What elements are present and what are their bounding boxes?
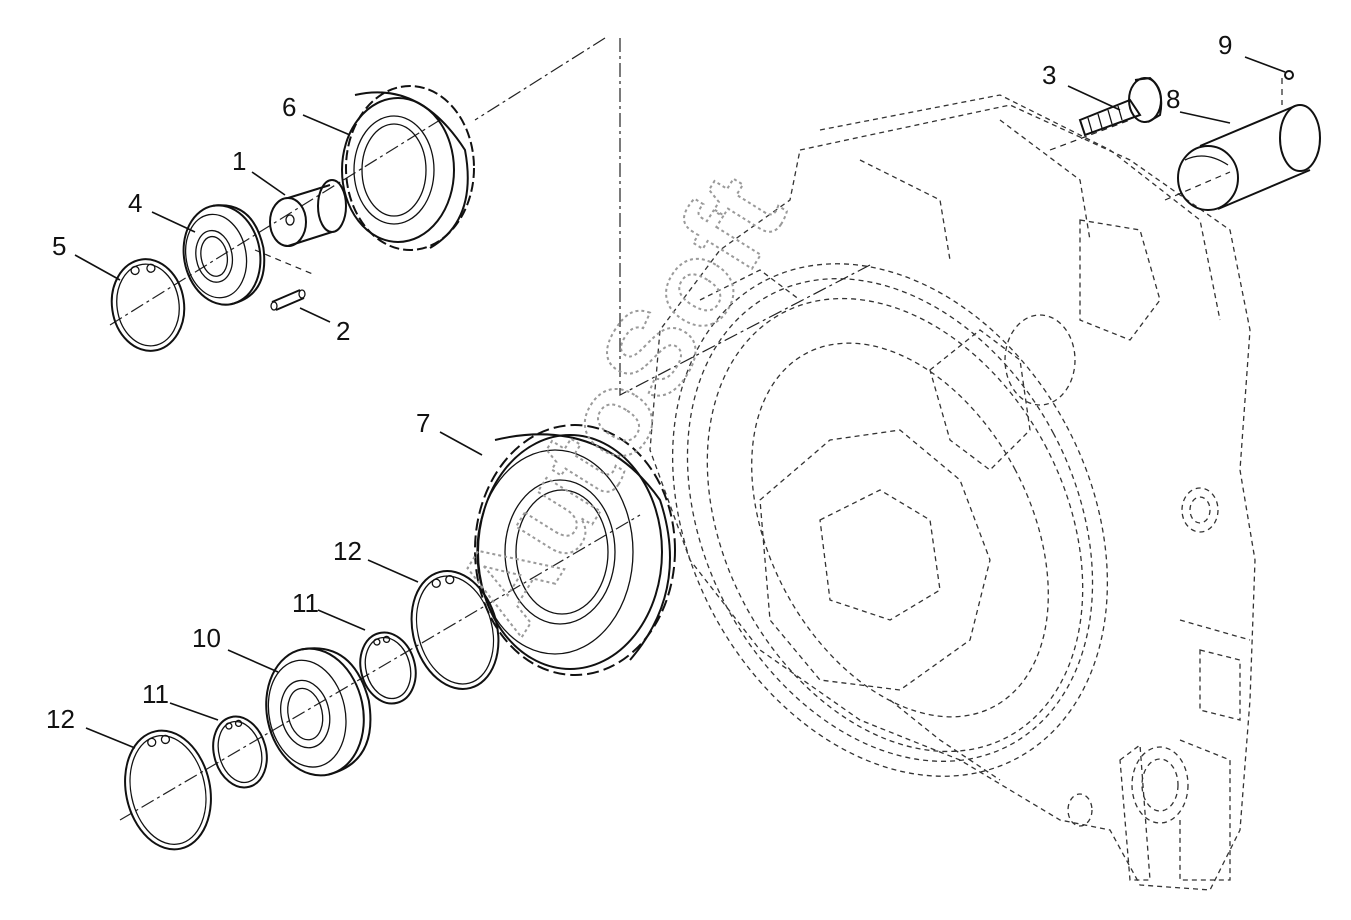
part-5-snap-ring — [110, 258, 186, 352]
callout-8: 8 — [1166, 84, 1180, 114]
leader-lines — [74, 56, 1286, 749]
watermark-text: AutoSoft — [428, 153, 810, 654]
callout-12-upper: 12 — [333, 536, 362, 566]
part-11-ring-lower — [212, 715, 268, 789]
callout-2: 2 — [336, 316, 350, 346]
part-1-shaft — [269, 179, 347, 247]
callout-10: 10 — [192, 623, 221, 653]
callout-12-lower: 12 — [46, 704, 75, 734]
part-7-large-gear — [474, 424, 676, 676]
watermark: AutoSoft — [427, 152, 811, 655]
callout-9: 9 — [1218, 30, 1232, 60]
part-8-cylinder-pin — [1177, 104, 1321, 211]
part-6-small-gear — [341, 85, 475, 251]
housing-phantom — [649, 94, 1256, 891]
callout-3: 3 — [1042, 60, 1056, 90]
part-9-ball — [1284, 70, 1294, 80]
callout-6: 6 — [282, 92, 296, 122]
part-12-snap-ring-lower — [124, 729, 212, 851]
callout-labels: 1 2 3 4 5 6 7 8 9 10 11 12 11 12 — [46, 30, 1232, 734]
part-10-large-bearing — [265, 647, 372, 777]
part-12-snap-ring-upper — [410, 570, 500, 690]
callout-7: 7 — [416, 408, 430, 438]
callout-11-upper: 11 — [292, 588, 319, 618]
callout-5: 5 — [52, 231, 66, 261]
callout-4: 4 — [128, 188, 142, 218]
part-3-bolt — [1078, 76, 1163, 137]
part-2-pin — [270, 289, 306, 311]
callout-11-lower: 11 — [142, 679, 169, 709]
part-11-ring-upper — [359, 631, 417, 705]
callout-1: 1 — [232, 146, 246, 176]
